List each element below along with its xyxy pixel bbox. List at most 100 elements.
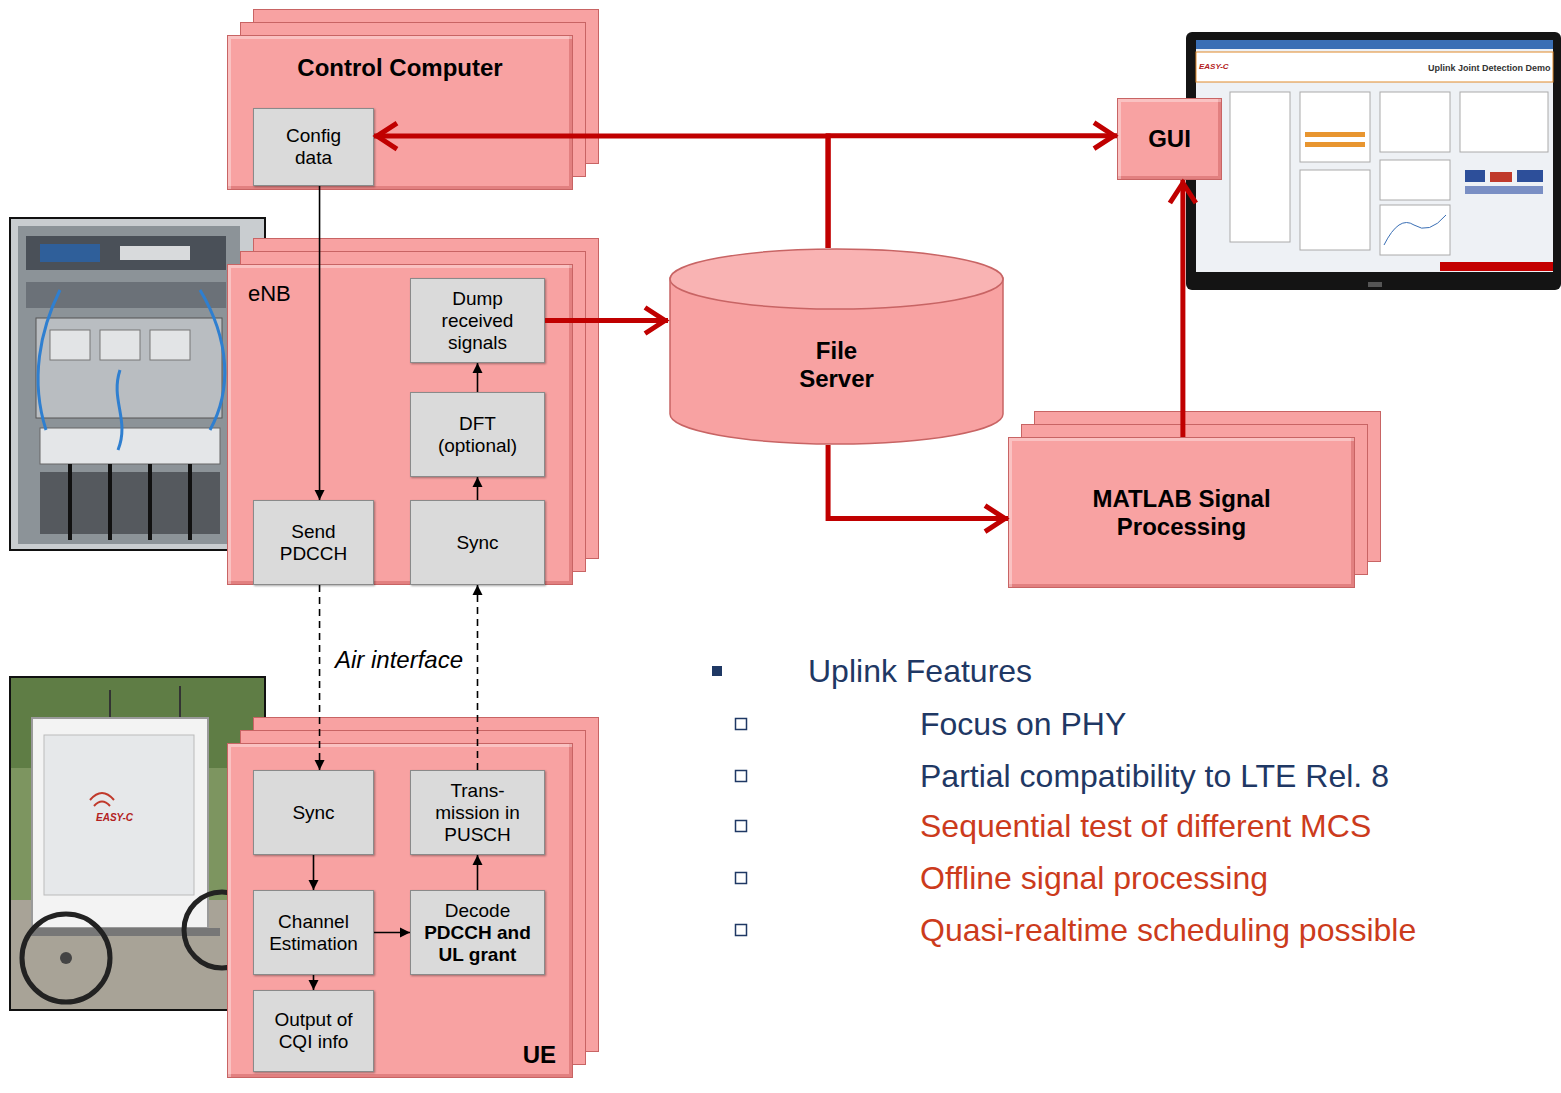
process-box: Channel Estimation xyxy=(253,890,374,975)
screen-panel xyxy=(1380,160,1450,200)
connector-line xyxy=(319,585,321,770)
process-box: DFT (optional) xyxy=(410,392,545,477)
process-arrow xyxy=(473,363,483,392)
rack-device xyxy=(120,246,190,260)
rack-module xyxy=(150,330,190,360)
process-box: Sync xyxy=(253,770,374,855)
screen-bar xyxy=(1517,170,1543,182)
cart-frame xyxy=(30,928,220,936)
screen-footer xyxy=(1440,262,1553,271)
screen-panel xyxy=(1380,205,1450,255)
connector-line xyxy=(1180,180,1185,437)
patch-panel xyxy=(40,428,220,464)
bullet xyxy=(736,873,747,884)
node-title: GUI xyxy=(1148,125,1191,153)
arrowhead xyxy=(309,880,319,890)
connector-line xyxy=(374,136,828,248)
list-item: Sequential test of different MCS xyxy=(920,808,1371,845)
air-interface-arrow xyxy=(315,585,325,770)
processing-box: MATLAB Signal Processing xyxy=(1008,437,1355,588)
list-bullets xyxy=(712,666,747,936)
screen-curve xyxy=(1384,215,1446,245)
rack-module xyxy=(100,330,140,360)
arrowhead xyxy=(315,760,325,770)
screen-header xyxy=(1196,52,1553,82)
wheel xyxy=(22,914,110,1002)
connector-line xyxy=(828,136,1117,248)
process-arrow xyxy=(309,855,319,890)
connector-line xyxy=(477,585,479,770)
node-title: UE xyxy=(523,1041,556,1069)
label-holder: Offline signal processing xyxy=(920,860,1268,897)
logo-waves xyxy=(90,793,114,806)
screen-title: Uplink Joint Detection Demo xyxy=(1428,63,1551,74)
screen-bar xyxy=(1305,132,1365,137)
label-holder: Focus on PHY xyxy=(920,706,1126,743)
bullet xyxy=(736,719,747,730)
data-flow-arrow xyxy=(545,308,668,334)
cart-box xyxy=(32,718,208,928)
screen-panel xyxy=(1300,92,1370,162)
screen-bar xyxy=(1465,186,1543,194)
process-arrow xyxy=(315,186,325,500)
process-box: Sync xyxy=(410,500,545,585)
connector-line xyxy=(319,186,321,500)
rack-shelf xyxy=(26,236,226,270)
connector-line xyxy=(477,855,479,890)
process-box: Send PDCCH xyxy=(253,500,374,585)
monitor-button xyxy=(1368,282,1382,287)
label-holder: Partial compatibility to LTE Rel. 8 xyxy=(920,758,1389,795)
list-item: Partial compatibility to LTE Rel. 8 xyxy=(920,758,1389,795)
cabinet-interior xyxy=(18,226,240,544)
label-holder: Uplink Joint Detection Demo xyxy=(1428,63,1551,74)
label-holder: Quasi-realtime scheduling possible xyxy=(920,912,1416,949)
logo-text: EASY-C xyxy=(1199,62,1229,72)
list-item: Quasi-realtime scheduling possible xyxy=(920,912,1416,949)
arrowhead xyxy=(309,980,319,990)
process-box: Output of CQI info xyxy=(253,990,374,1072)
connector-line xyxy=(477,363,479,392)
label-holder: EASY-C xyxy=(1199,62,1229,72)
connector-line xyxy=(313,855,315,890)
cabinet-base xyxy=(40,472,220,534)
box-label: Sync xyxy=(264,802,363,824)
node-title: MATLAB Signal Processing xyxy=(1074,485,1289,541)
data-flow-arrow xyxy=(828,123,1117,248)
arrowhead xyxy=(315,490,325,500)
connector-line xyxy=(545,318,668,323)
box-label: Send PDCCH xyxy=(264,521,363,565)
arrowhead xyxy=(645,308,665,334)
node-title: Control Computer xyxy=(297,54,502,82)
arrowhead xyxy=(473,855,483,865)
box-label: Output of CQI info xyxy=(264,1009,363,1053)
box-label: PDCCH and UL grant xyxy=(421,922,534,966)
screen-panel xyxy=(1300,170,1370,250)
connector-line xyxy=(477,477,479,500)
box-label: Trans- mission in PUSCH xyxy=(421,780,534,846)
arrowhead xyxy=(1094,123,1114,149)
arrowhead xyxy=(1170,183,1196,203)
antenna xyxy=(179,686,181,720)
gui-screenshot xyxy=(1186,32,1561,290)
box-label: Sync xyxy=(421,532,534,554)
screen-bar xyxy=(1465,170,1485,182)
screen xyxy=(1196,40,1553,272)
label-holder: EASY-C xyxy=(96,812,133,824)
screen-panel xyxy=(1380,92,1450,152)
process-box: Config data xyxy=(253,108,374,186)
rack-device xyxy=(40,244,100,262)
cart-window xyxy=(44,735,194,895)
wheel-hub xyxy=(60,952,72,964)
ue-box: UE Sync Trans- mission in PUSCH Channel Est… xyxy=(227,743,573,1078)
process-box: Trans- mission in PUSCH xyxy=(410,770,545,855)
antenna xyxy=(109,690,111,720)
file-server-cylinder: File Server xyxy=(668,248,1005,445)
process-arrow xyxy=(309,975,319,990)
rack-panel xyxy=(36,318,222,418)
interface-label: Air interface xyxy=(325,646,473,674)
list-item: Focus on PHY xyxy=(920,706,1126,743)
data-flow-arrow xyxy=(828,445,1008,532)
arrowhead xyxy=(473,363,483,373)
bullet xyxy=(736,821,747,832)
process-arrow xyxy=(374,928,410,938)
